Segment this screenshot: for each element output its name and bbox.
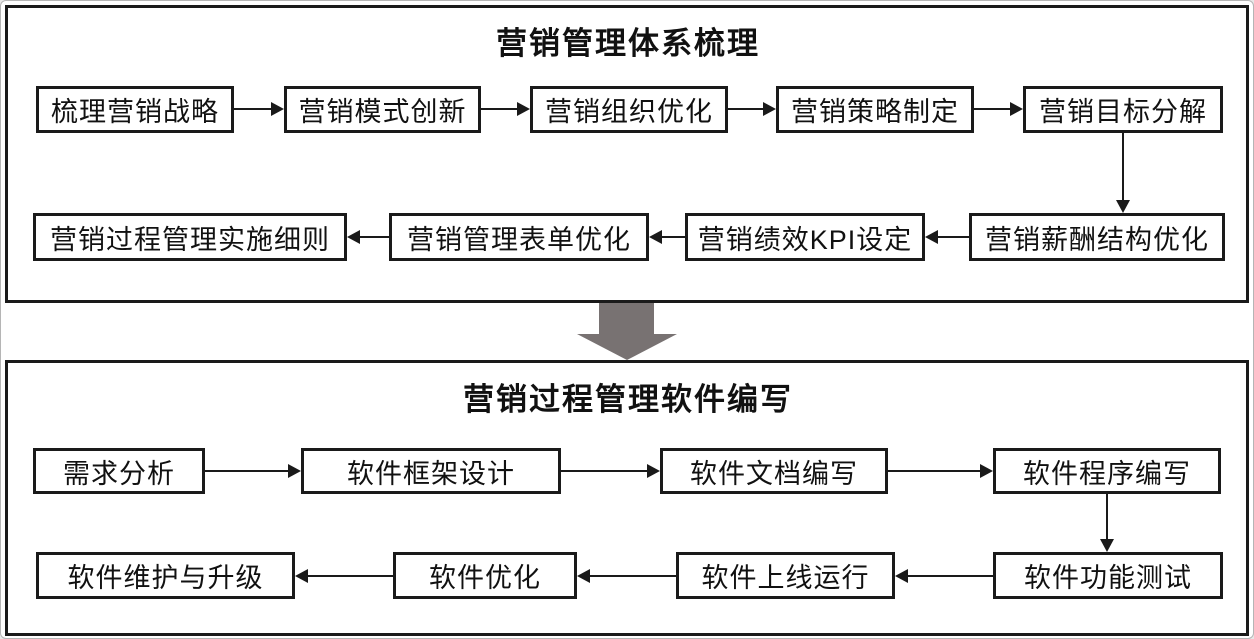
arrow-line <box>974 108 1011 110</box>
node-marketing-goal-decomposition: 营销目标分解 <box>1023 86 1223 133</box>
arrow-line <box>561 470 648 472</box>
node-label: 营销过程管理实施细则 <box>50 224 330 255</box>
node-label: 营销组织优化 <box>545 97 713 127</box>
node-label: 营销目标分解 <box>1039 97 1207 127</box>
arrow-line <box>589 575 676 577</box>
arrow-right-icon <box>647 464 660 478</box>
node-sort-marketing-strategy: 梳理营销战略 <box>36 86 234 133</box>
section1-title: 营销管理体系梳理 <box>496 26 760 61</box>
arrow-line <box>728 108 764 110</box>
arrow-left-icon <box>577 569 590 583</box>
arrow-line <box>205 470 289 472</box>
node-mgmt-form-optimization: 营销管理表单优化 <box>389 213 649 261</box>
arrow-right-icon <box>980 464 993 478</box>
arrow-line <box>481 108 518 110</box>
arrow-left-icon <box>347 230 360 244</box>
node-requirements-analysis: 需求分析 <box>33 448 205 494</box>
node-label: 需求分析 <box>63 458 175 489</box>
node-label: 软件文档编写 <box>690 458 858 489</box>
arrow-right-icon <box>763 102 776 116</box>
node-software-documentation: 软件文档编写 <box>660 448 888 494</box>
section-transition-arrow-icon <box>599 303 654 334</box>
node-software-optimization: 软件优化 <box>393 552 577 599</box>
arrow-line <box>359 236 389 238</box>
arrow-down-icon <box>1116 200 1130 213</box>
node-label: 营销策略制定 <box>791 97 959 127</box>
node-software-function-testing: 软件功能测试 <box>993 552 1223 599</box>
arrow-left-icon <box>925 230 938 244</box>
node-label: 软件优化 <box>429 563 541 593</box>
node-label: 软件上线运行 <box>701 563 870 593</box>
arrow-left-icon <box>649 230 662 244</box>
node-label: 营销管理表单优化 <box>407 224 631 255</box>
arrow-line <box>937 236 969 238</box>
arrow-down-icon <box>1100 539 1114 552</box>
arrow-line <box>234 108 272 110</box>
node-label: 梳理营销战略 <box>51 97 219 127</box>
arrow-left-icon <box>895 569 908 583</box>
node-label: 软件框架设计 <box>347 458 515 489</box>
section-transition-arrowhead-icon <box>577 334 677 360</box>
arrow-line <box>1106 494 1108 540</box>
node-label: 软件维护与升级 <box>67 563 264 593</box>
node-software-framework-design: 软件框架设计 <box>301 448 561 494</box>
arrow-right-icon <box>288 464 301 478</box>
node-label: 营销绩效KPI设定 <box>697 224 913 255</box>
arrow-line <box>661 236 685 238</box>
arrow-line <box>1122 133 1124 201</box>
arrow-right-icon <box>1010 102 1023 116</box>
node-marketing-model-innovation: 营销模式创新 <box>284 86 481 133</box>
arrow-left-icon <box>295 569 308 583</box>
node-marketing-org-optimization: 营销组织优化 <box>530 86 728 133</box>
arrow-line <box>888 470 981 472</box>
arrow-line <box>907 575 993 577</box>
node-compensation-structure-optimization: 营销薪酬结构优化 <box>969 213 1225 261</box>
node-kpi-setting: 营销绩效KPI设定 <box>685 213 925 261</box>
arrow-line <box>307 575 393 577</box>
section2-title: 营销过程管理软件编写 <box>463 382 793 417</box>
arrow-right-icon <box>271 102 284 116</box>
arrow-right-icon <box>517 102 530 116</box>
node-process-mgmt-implementation-rules: 营销过程管理实施细则 <box>33 213 347 261</box>
node-label: 营销薪酬结构优化 <box>985 224 1209 255</box>
node-label: 软件程序编写 <box>1023 458 1191 489</box>
node-label: 软件功能测试 <box>1024 563 1192 593</box>
node-marketing-tactics: 营销策略制定 <box>776 86 974 133</box>
node-software-programming: 软件程序编写 <box>993 448 1221 494</box>
node-software-maintenance-upgrade: 软件维护与升级 <box>36 552 295 599</box>
node-label: 营销模式创新 <box>298 97 467 127</box>
node-software-launch: 软件上线运行 <box>676 552 895 599</box>
